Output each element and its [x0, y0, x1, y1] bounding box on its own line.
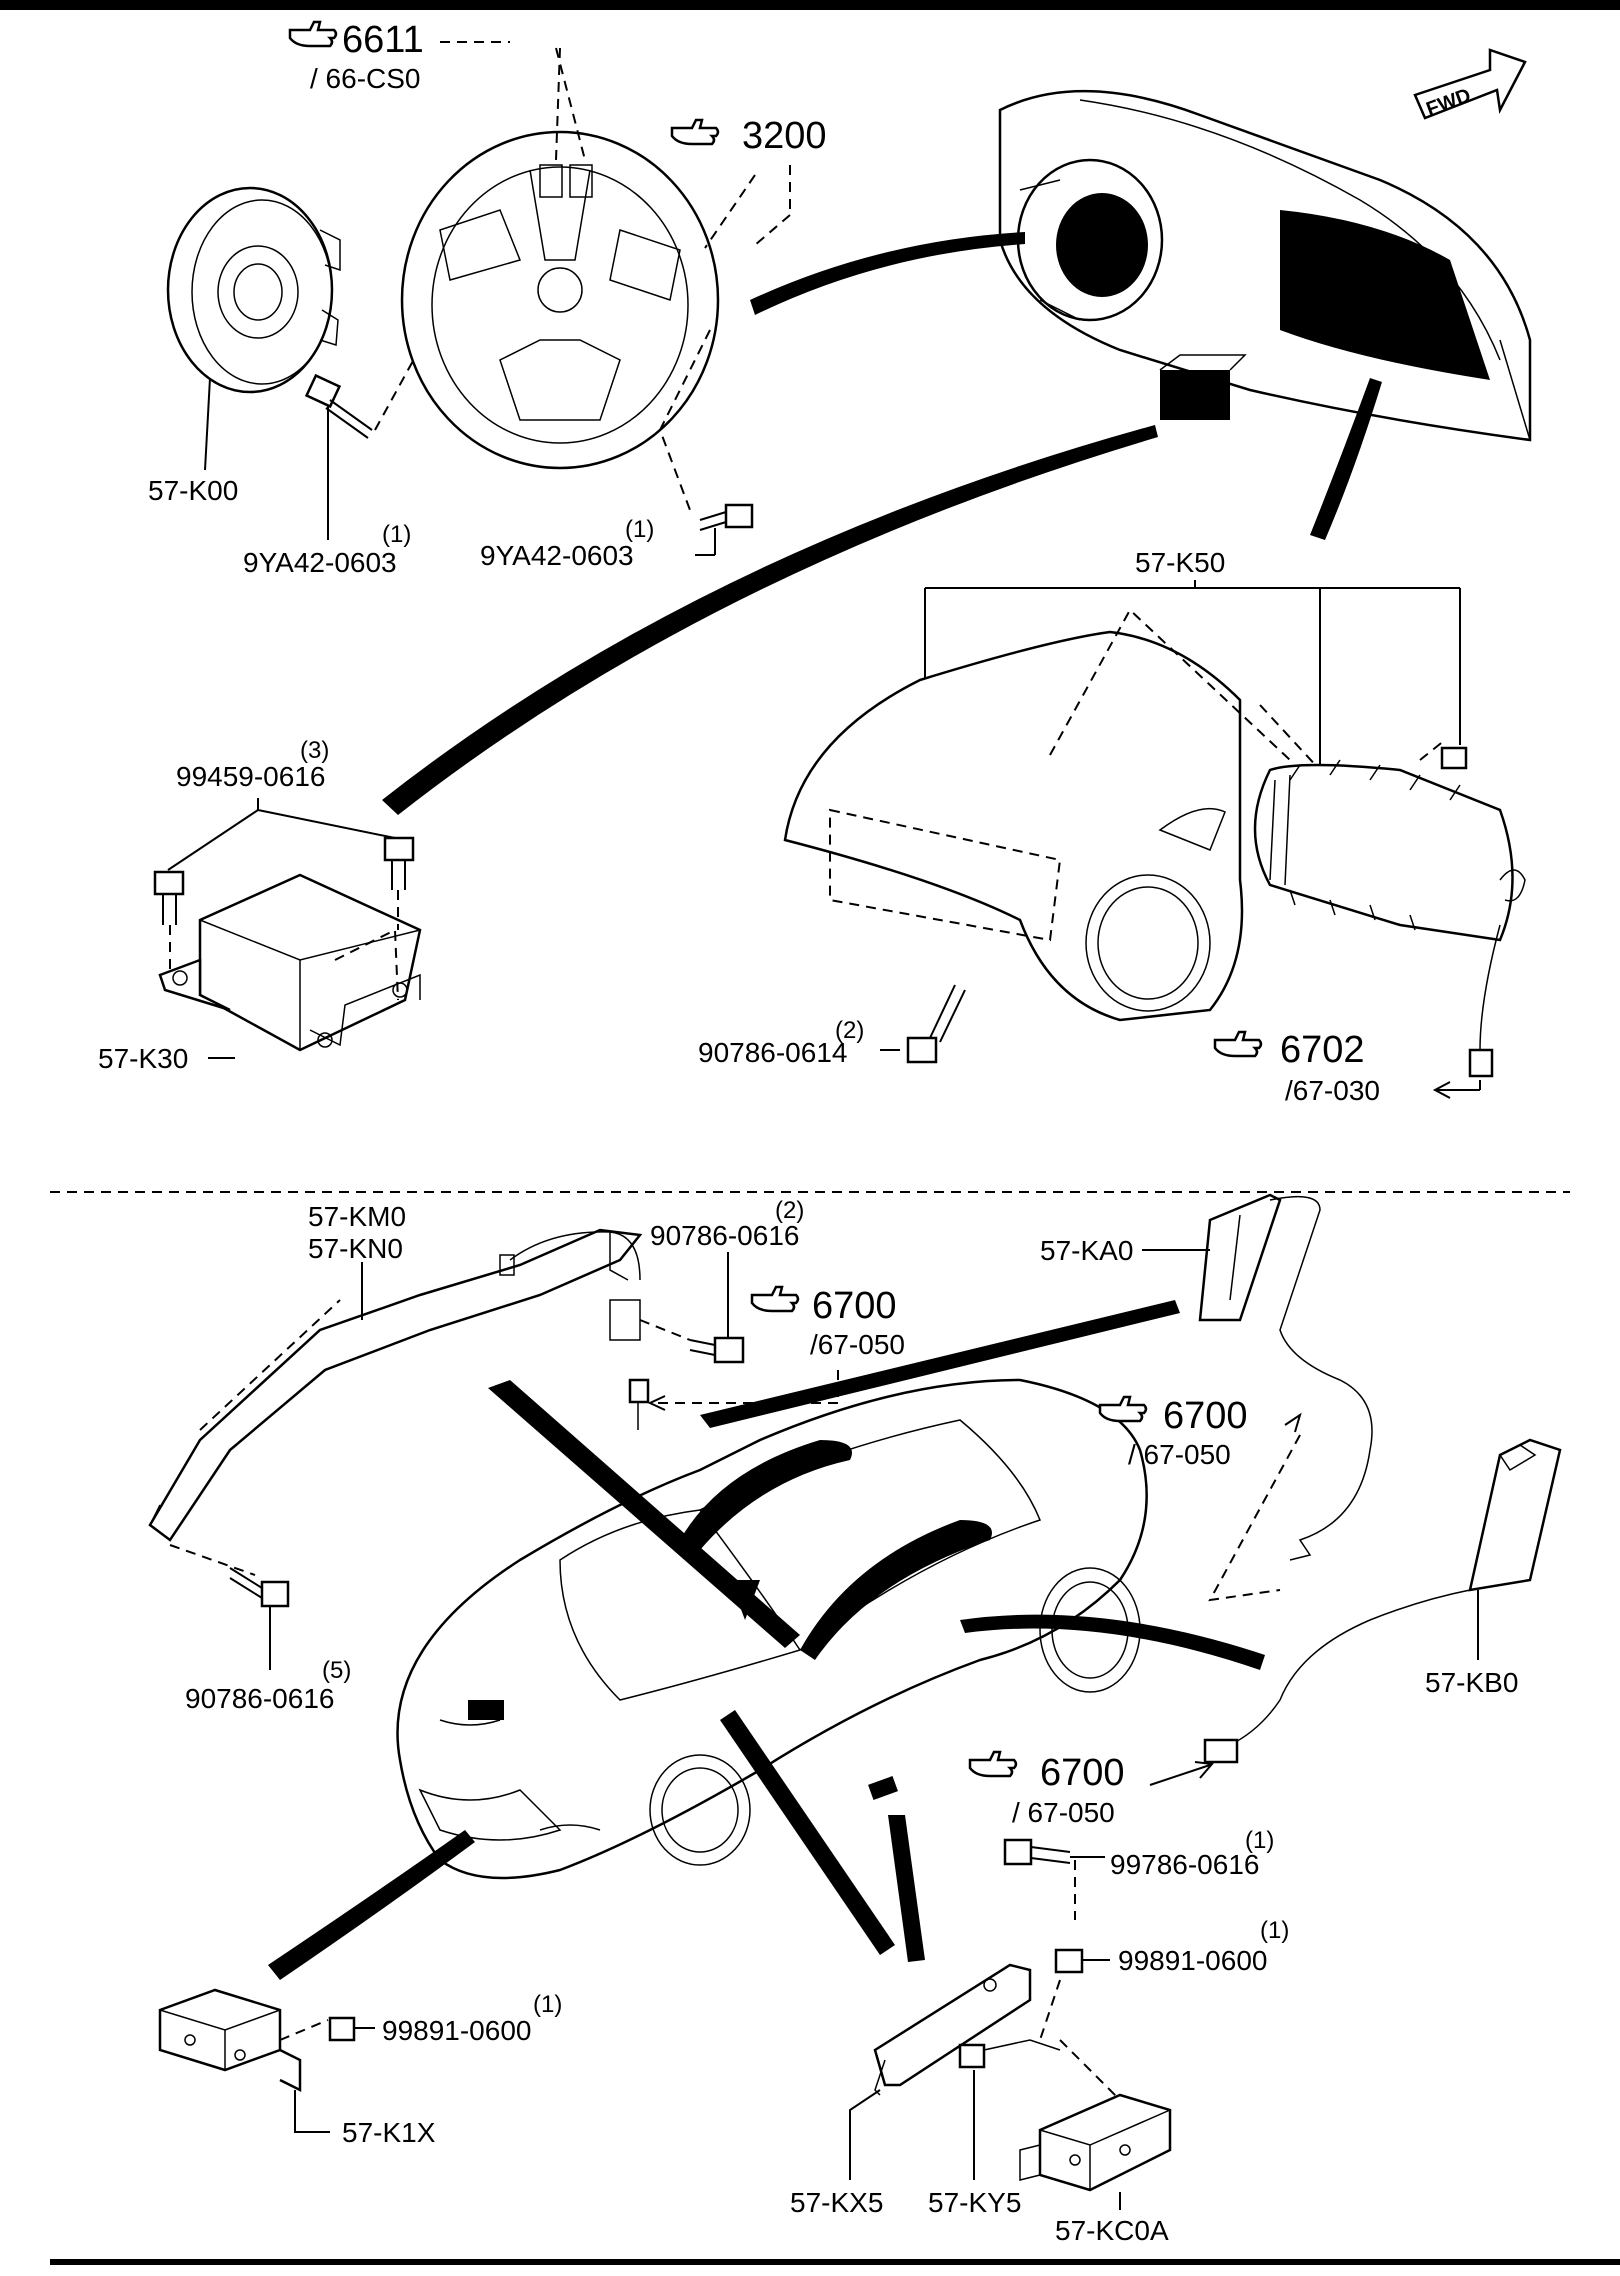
ref-6702-number: 6702	[1280, 1029, 1365, 1071]
ref-6611-hand-icon	[288, 20, 338, 48]
label-nut-front: 99891-0600	[382, 2015, 531, 2046]
label-57-kb0: 57-KB0	[1425, 1667, 1518, 1698]
qty-nut-side: (1)	[1260, 1917, 1289, 1944]
fwd-arrow-icon: FWD	[1413, 48, 1527, 121]
qty-nut-front: (1)	[533, 1991, 562, 2018]
qty-bolt-curtain-bottom: (5)	[322, 1657, 351, 1684]
label-bolt-curtain-top: 90786-0616	[650, 1220, 799, 1251]
bolt-curtain-bottom	[229, 1567, 290, 1608]
label-nut-side: 99891-0600	[1118, 1945, 1267, 1976]
label-bolt-passenger: 90786-0614	[698, 1037, 847, 1068]
qty-bolt-sdm: (3)	[300, 737, 329, 764]
ref-6702-hand-icon	[1213, 1030, 1263, 1058]
label-bolt-sdm: 99459-0616	[176, 761, 325, 792]
qty-bolt-passenger: (2)	[835, 1017, 864, 1044]
ref-6702-sub: /67-030	[1285, 1075, 1380, 1106]
label-57-km0: 57-KM0	[308, 1201, 406, 1232]
side-sensor	[1019, 2093, 1172, 2192]
label-bolt-curtain-bottom: 90786-0616	[185, 1683, 334, 1714]
qty-bolt-right: (1)	[625, 516, 654, 543]
ref-6700-top-sub: /67-050	[810, 1329, 905, 1360]
ref-6611-number: 6611	[342, 19, 424, 61]
curtain-airbag	[148, 1228, 643, 1542]
band-driver	[750, 232, 1025, 315]
nut-passenger	[1440, 746, 1468, 770]
band-front-sensor	[268, 1830, 475, 1980]
bolt-side	[1003, 1838, 1071, 1866]
dashboard-illustration	[998, 89, 1532, 442]
label-57-kn0: 57-KN0	[308, 1233, 403, 1264]
band-side-airbag	[960, 1614, 1265, 1670]
label-bolt-left: 9YA42-0603	[243, 547, 397, 578]
band-curtain-upper	[700, 1300, 1180, 1428]
front-sensor	[158, 1988, 302, 2093]
steering-wheel	[400, 130, 720, 470]
qty-bolt-side: (1)	[1245, 1827, 1274, 1854]
ref-3200-hand-icon	[670, 118, 720, 146]
ref-6700-bottom-hand-icon	[968, 1750, 1018, 1778]
bolt-sdm-left	[153, 870, 185, 925]
label-57-k50: 57-K50	[1135, 547, 1225, 578]
ref-3200-number: 3200	[742, 115, 827, 157]
band-b-pillar	[888, 1815, 925, 1962]
bolt-sdm-right	[383, 836, 415, 890]
side-airbag-module	[1203, 1438, 1562, 1764]
driver-airbag-module	[166, 186, 341, 394]
sensor-bolt	[958, 2039, 1061, 2069]
label-57-ky5: 57-KY5	[928, 2187, 1021, 2218]
passenger-airbag-module	[1253, 759, 1526, 1078]
top-border	[0, 0, 1620, 10]
curtain-connector	[628, 1378, 650, 1404]
label-bolt-side: 99786-0616	[1110, 1849, 1259, 1880]
side-sensor-bracket	[873, 1963, 1032, 2096]
bottom-border	[50, 2259, 1620, 2265]
ref-6700-top-hand-icon	[750, 1285, 800, 1313]
nut-side	[1054, 1948, 1084, 1974]
bolt-curtain-top	[689, 1336, 745, 1364]
bolt-left	[304, 373, 373, 439]
band-side-sensor	[720, 1710, 895, 1955]
qty-bolt-curtain-top: (2)	[775, 1197, 804, 1224]
label-bolt-right: 9YA42-0603	[480, 540, 634, 571]
ref-6700-middle-sub: / 67-050	[1128, 1439, 1231, 1470]
ref-6700-bottom-sub: / 67-050	[1012, 1797, 1115, 1828]
label-57-ka0: 57-KA0	[1040, 1235, 1133, 1266]
curtain-inflator	[1198, 1193, 1373, 1561]
band-passenger	[1310, 378, 1382, 540]
nut-front	[328, 2016, 356, 2042]
label-57-kc0a: 57-KC0A	[1055, 2215, 1169, 2246]
ref-6700-bottom-number: 6700	[1040, 1752, 1125, 1794]
qty-bolt-left: (1)	[382, 521, 411, 548]
ref-6700-middle-number: 6700	[1163, 1395, 1248, 1437]
sdm-module	[158, 873, 422, 1052]
band-curtain	[488, 1380, 800, 1648]
ref-6700-middle-hand-icon	[1098, 1395, 1148, 1423]
label-57-kx5: 57-KX5	[790, 2187, 883, 2218]
label-57-k00: 57-K00	[148, 475, 238, 506]
bolt-passenger	[906, 984, 966, 1064]
bolt-right	[699, 503, 754, 531]
label-57-k1x: 57-K1X	[342, 2117, 436, 2148]
passenger-dash-panel	[783, 630, 1244, 1022]
ref-6611-sub: / 66-CS0	[310, 63, 421, 94]
label-57-k30: 57-K30	[98, 1043, 188, 1074]
ref-6700-top-number: 6700	[812, 1285, 897, 1327]
